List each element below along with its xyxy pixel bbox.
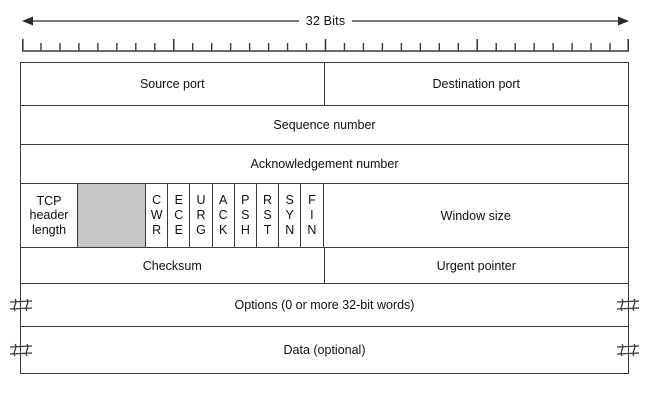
table-row-acknowledgement-number: Acknowledgement number [21,145,628,184]
table-row-ports: Source port Destination port [21,63,628,106]
flag-ece: E C E [168,184,191,247]
table-row-flags: TCP header length C W R E C E U R G A C … [21,184,628,248]
field-source-port: Source port [21,63,325,105]
bit-width-label: 32 Bits [22,10,629,32]
field-options: Options (0 or more 32-bit words) [234,298,415,312]
field-sequence-number: Sequence number [273,118,376,132]
flag-rst: R S T [257,184,280,247]
bit-ruler-svg [22,39,630,52]
flag-syn: S Y N [279,184,302,247]
flag-psh: P S H [235,184,257,247]
table-row-options: Options (0 or more 32-bit words) [9,284,640,327]
bit-width-arrow: 32 Bits [22,10,629,32]
field-data: Data (optional) [283,343,366,357]
flag-cwr: C W R [146,184,169,247]
bit-width-text: 32 Bits [298,14,353,28]
table-row-data: Data (optional) [9,327,640,374]
field-tcp-header-length: TCP header length [21,184,78,247]
field-acknowledgement-number: Acknowledgement number [250,157,399,171]
bit-ruler [22,38,630,52]
field-window-size: Window size [440,208,511,223]
tcp-header-table: Source port Destination port Sequence nu… [9,62,640,374]
field-destination-port: Destination port [432,77,521,91]
flag-fin: F I N [301,184,324,247]
flag-ack: A C K [213,184,235,247]
flag-urg: U R G [190,184,213,247]
table-row-checksum: Checksum Urgent pointer [21,248,628,284]
field-urgent-pointer: Urgent pointer [436,258,516,273]
field-reserved [78,184,146,247]
table-row-sequence-number: Sequence number [21,106,628,145]
field-checksum: Checksum [21,248,325,283]
